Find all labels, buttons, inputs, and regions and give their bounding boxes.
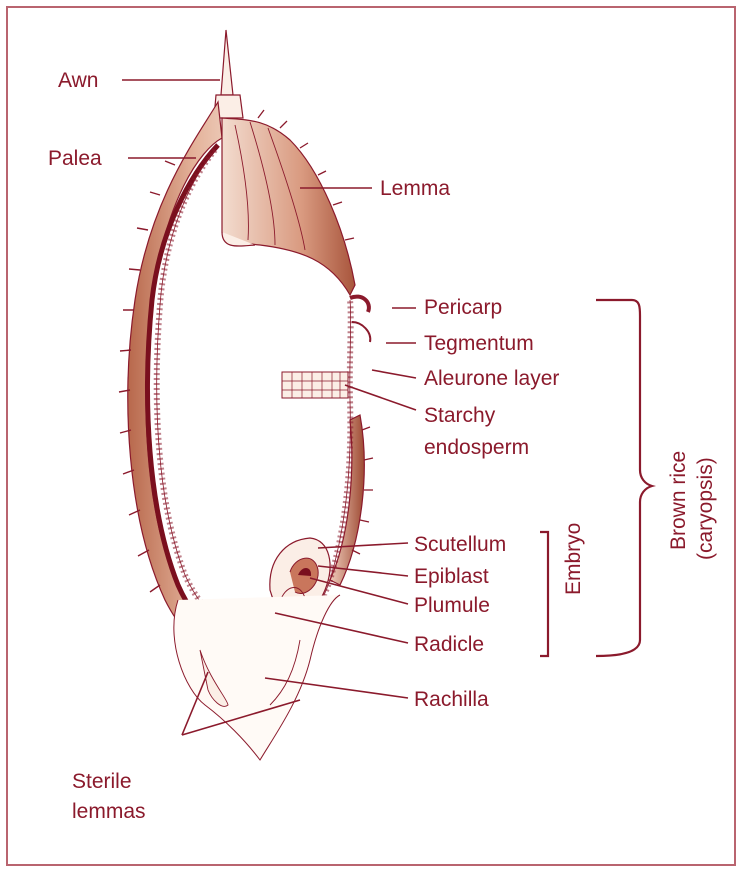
label-starchy: Starchy — [424, 404, 496, 427]
label-palea: Palea — [48, 147, 102, 170]
label-sterile: Sterile — [72, 770, 132, 793]
awn-shape — [221, 30, 233, 95]
label-awn: Awn — [58, 69, 98, 92]
label-aleurone-layer: Aleurone layer — [424, 367, 559, 390]
label-caryopsis: (caryopsis) — [694, 457, 717, 560]
label-rachilla: Rachilla — [414, 688, 489, 711]
lemma-shape — [222, 118, 355, 295]
starchy-cells — [282, 372, 348, 398]
lower-hull-shape — [330, 415, 364, 585]
brown-rice-bracket — [596, 300, 652, 656]
label-radicle: Radicle — [414, 633, 484, 656]
sterile-lemmas-shape — [174, 595, 340, 760]
label-lemmas: lemmas — [72, 800, 146, 823]
label-scutellum: Scutellum — [414, 533, 506, 556]
label-brown-rice: Brown rice — [667, 451, 690, 550]
label-lemma: Lemma — [380, 177, 450, 200]
label-pericarp: Pericarp — [424, 296, 502, 319]
label-endosperm: endosperm — [424, 436, 529, 459]
label-tegmentum: Tegmentum — [424, 332, 534, 355]
embryo-bracket — [540, 532, 548, 656]
label-epiblast: Epiblast — [414, 565, 489, 588]
label-plumule: Plumule — [414, 594, 490, 617]
label-embryo: Embryo — [562, 523, 585, 595]
